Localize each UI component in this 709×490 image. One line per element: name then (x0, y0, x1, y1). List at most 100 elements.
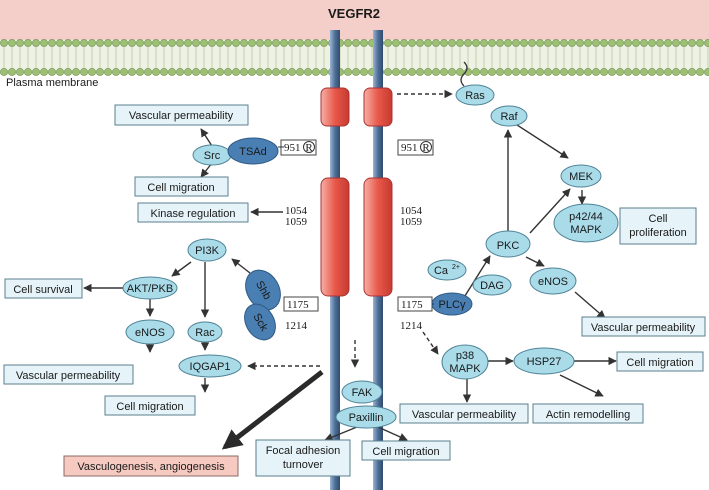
svg-text:Cell migration: Cell migration (116, 401, 183, 413)
membrane-lipid-bead (200, 68, 208, 76)
membrane-lipid-bead (296, 39, 304, 47)
membrane-lipid-bead (480, 68, 488, 76)
residue-1214-right: 1214 (400, 320, 423, 332)
outcome-vascular-permeability-right: Vascular permeability (581, 316, 706, 337)
residue-1059-right: 1059 (400, 216, 423, 228)
membrane-lipid-bead (56, 39, 64, 47)
svg-text:TSAd: TSAd (239, 146, 267, 158)
pi3k-node: PI3K (187, 238, 227, 262)
membrane-lipid-bead (424, 39, 432, 47)
membrane-lipid-bead (472, 68, 480, 76)
svg-text:FAK: FAK (352, 387, 373, 399)
membrane-lipid-bead (248, 39, 256, 47)
membrane-lipid-bead (184, 39, 192, 47)
outcome-vasculogenesis-angiogenesis: Vasculogenesis, angiogenesis (63, 455, 239, 477)
pathway-arrows (83, 89, 639, 450)
membrane-label: Plasma membrane (6, 77, 98, 89)
membrane-lipid-bead (96, 68, 104, 76)
enos-right-node: eNOS (529, 267, 577, 295)
membrane-lipid-bead (272, 68, 280, 76)
membrane-lipid-bead (608, 68, 616, 76)
membrane-lipid-bead (168, 68, 176, 76)
residue-1175-left: 1175 (283, 296, 319, 312)
membrane-lipid-bead (632, 39, 640, 47)
membrane-lipid-bead (656, 68, 664, 76)
membrane-lipid-bead (520, 68, 528, 76)
sck-node: Sck (244, 303, 276, 341)
membrane-lipid-bead (32, 39, 40, 47)
membrane-lipid-bead (616, 39, 624, 47)
svg-text:951: 951 (284, 142, 301, 154)
membrane-lipid-bead (488, 39, 496, 47)
membrane-lipid-bead (64, 39, 72, 47)
rac-node: Rac (187, 321, 223, 343)
membrane-lipid-bead (488, 68, 496, 76)
svg-text:Cell migration: Cell migration (147, 182, 214, 194)
membrane-lipid-bead (168, 39, 176, 47)
membrane-lipid-bead (88, 68, 96, 76)
enos-left-node: eNOS (125, 319, 175, 345)
membrane-lipid-bead (0, 39, 8, 47)
svg-text:Vascular permeability: Vascular permeability (591, 322, 696, 334)
svg-text:Focal adhesion: Focal adhesion (266, 445, 341, 457)
outcome-vascular-permeability-left: Vascular permeability (3, 364, 134, 385)
membrane-lipid-bead (440, 68, 448, 76)
svg-text:eNOS: eNOS (135, 327, 165, 339)
membrane-lipid-bead (640, 39, 648, 47)
membrane-lipid-bead (552, 39, 560, 47)
membrane-lipid-bead (664, 68, 672, 76)
membrane-lipid-bead (672, 39, 680, 47)
membrane-lipid-bead (320, 68, 328, 76)
membrane-lipid-bead (232, 39, 240, 47)
src-node: Src (192, 144, 232, 166)
akt-pkb-node: AKT/PKB (122, 276, 178, 300)
membrane-lipid-bead (624, 68, 632, 76)
svg-text:MAPK: MAPK (570, 224, 602, 236)
outcome-vascular-permeability-p38: Vascular permeability (399, 403, 529, 424)
membrane-lipid-bead (152, 39, 160, 47)
calcium-node: Ca 2+ (427, 259, 467, 281)
membrane-lipid-bead (96, 39, 104, 47)
membrane-lipid-bead (24, 39, 32, 47)
membrane-lipid-bead (448, 68, 456, 76)
svg-text:DAG: DAG (480, 280, 504, 292)
membrane-lipid-bead (280, 39, 288, 47)
membrane-lipid-bead (664, 39, 672, 47)
hsp27-node: HSP27 (513, 347, 575, 375)
membrane-lipid-bead (8, 68, 16, 76)
membrane-lipid-bead (248, 68, 256, 76)
membrane-lipid-bead (624, 39, 632, 47)
membrane-lipid-bead (504, 39, 512, 47)
membrane-lipid-bead (512, 39, 520, 47)
membrane-lipid-bead (384, 68, 392, 76)
svg-text:Rac: Rac (195, 327, 215, 339)
residue-1054-left: 1054 (285, 205, 308, 217)
membrane-lipid-bead (584, 39, 592, 47)
membrane-lipid-bead (304, 39, 312, 47)
membrane-lipid-bead (208, 39, 216, 47)
membrane-lipid-bead (472, 39, 480, 47)
membrane-lipid-bead (120, 39, 128, 47)
membrane-lipid-bead (632, 68, 640, 76)
svg-text:AKT/PKB: AKT/PKB (127, 283, 173, 295)
svg-text:Cell: Cell (649, 213, 668, 225)
membrane-lipid-bead (216, 39, 224, 47)
svg-text:Cell migration: Cell migration (372, 446, 439, 458)
membrane-lipid-bead (320, 39, 328, 47)
membrane-lipid-bead (440, 39, 448, 47)
membrane-lipid-bead (224, 39, 232, 47)
membrane-lipid-bead (48, 68, 56, 76)
membrane-lipid-bead (408, 39, 416, 47)
membrane-lipid-bead (648, 39, 656, 47)
membrane-lipid-bead (392, 68, 400, 76)
plasma-membrane (0, 0, 709, 76)
svg-text:Vascular permeability: Vascular permeability (129, 110, 234, 122)
svg-text:eNOS: eNOS (538, 276, 568, 288)
membrane-lipid-bead (64, 68, 72, 76)
membrane-lipid-bead (312, 39, 320, 47)
membrane-lipid-bead (160, 39, 168, 47)
shb-node: Shb (245, 269, 281, 311)
svg-text:Vascular permeability: Vascular permeability (412, 409, 517, 421)
membrane-lipid-bead (208, 68, 216, 76)
